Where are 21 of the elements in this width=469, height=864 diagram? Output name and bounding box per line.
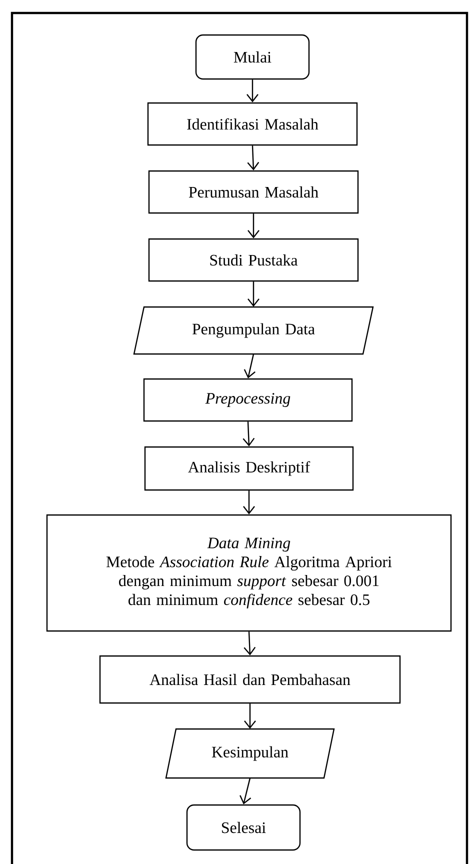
process-box: Analisa Hasil dan Pembahasan [99,655,401,704]
arrow [243,490,255,514]
arrow [244,354,256,378]
process-box: Perumusan Masalah [148,170,359,214]
arrow [244,632,256,656]
process-box: Analisis Deskriptif [144,446,354,491]
process-box: Prepocessing [143,378,353,422]
arrow [248,214,260,238]
arrow [248,282,260,307]
arrow [240,778,252,804]
arrow [247,146,260,170]
terminal-box: Mulai [195,34,310,80]
arrow [246,80,258,102]
terminal-box: Selesai [186,804,301,851]
data-parallelogram: Kesimpulan [165,728,335,779]
process-box: Studi Pustaka [148,238,359,282]
process-box: Data Mining Metode Association Rule Algoritma Apriori dengan minimum support sebesar 0.001 dan minimum confidence sebesar 0.5 [46,514,452,632]
arrow [242,422,255,446]
data-parallelogram: Pengumpulan Data [133,306,374,355]
process-box: Identifikasi Masalah [147,102,358,146]
arrow [244,704,256,729]
